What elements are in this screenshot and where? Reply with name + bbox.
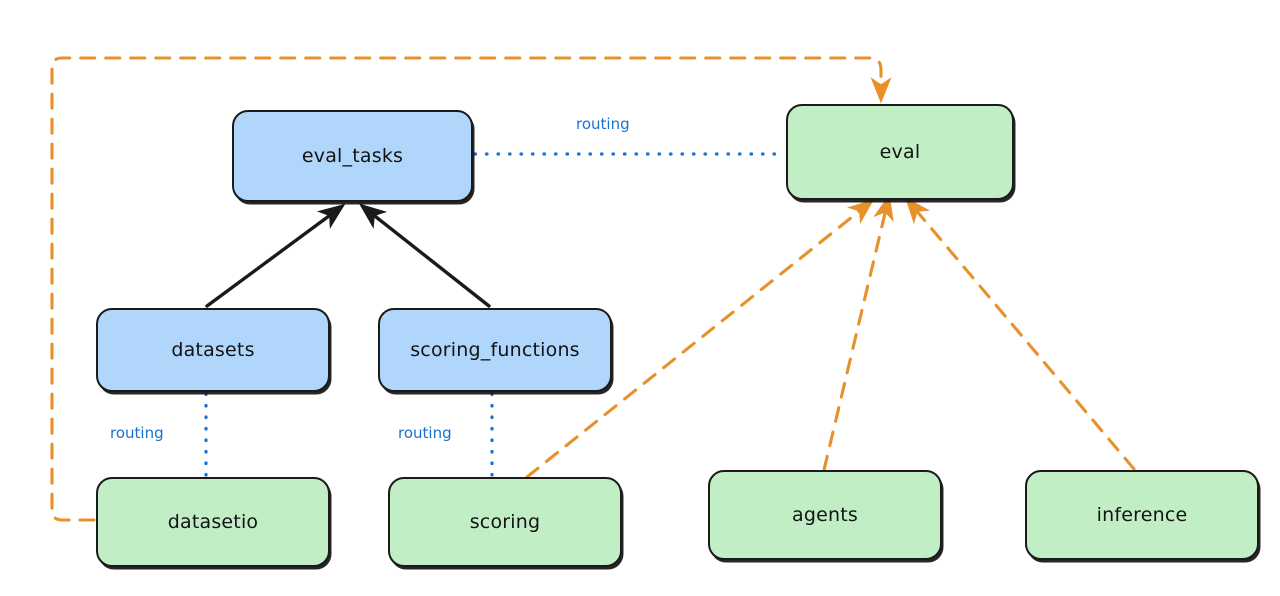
edge-label-routing-scoring-functions: routing [398,424,452,442]
node-datasets[interactable]: datasets [96,308,330,392]
node-datasetio[interactable]: datasetio [96,477,330,567]
edge-scoring-eval [525,199,875,479]
node-eval-tasks[interactable]: eval_tasks [232,110,473,202]
edge-datasets-eval_tasks [205,203,346,308]
node-scoring-label: scoring [469,511,541,533]
node-datasets-label: datasets [171,339,255,361]
node-scoring-functions-label: scoring_functions [410,339,580,361]
node-agents-label: agents [792,504,858,526]
edge-inference-eval [905,197,1136,471]
edge-scoring_functions-eval_tasks [358,203,491,308]
node-agents[interactable]: agents [708,470,942,560]
node-eval[interactable]: eval [786,104,1014,200]
node-scoring-functions[interactable]: scoring_functions [378,308,612,392]
node-inference[interactable]: inference [1025,470,1259,560]
edge-agents-eval [822,193,894,472]
edge-datasetio-eval [50,56,892,522]
node-datasetio-label: datasetio [167,511,259,533]
edge-label-routing-datasets: routing [110,424,164,442]
node-scoring[interactable]: scoring [388,477,622,567]
node-eval-label: eval [879,141,921,163]
node-eval-tasks-label: eval_tasks [301,145,404,167]
node-inference-label: inference [1096,504,1188,526]
edge-label-routing-eval-tasks: routing [576,115,630,133]
